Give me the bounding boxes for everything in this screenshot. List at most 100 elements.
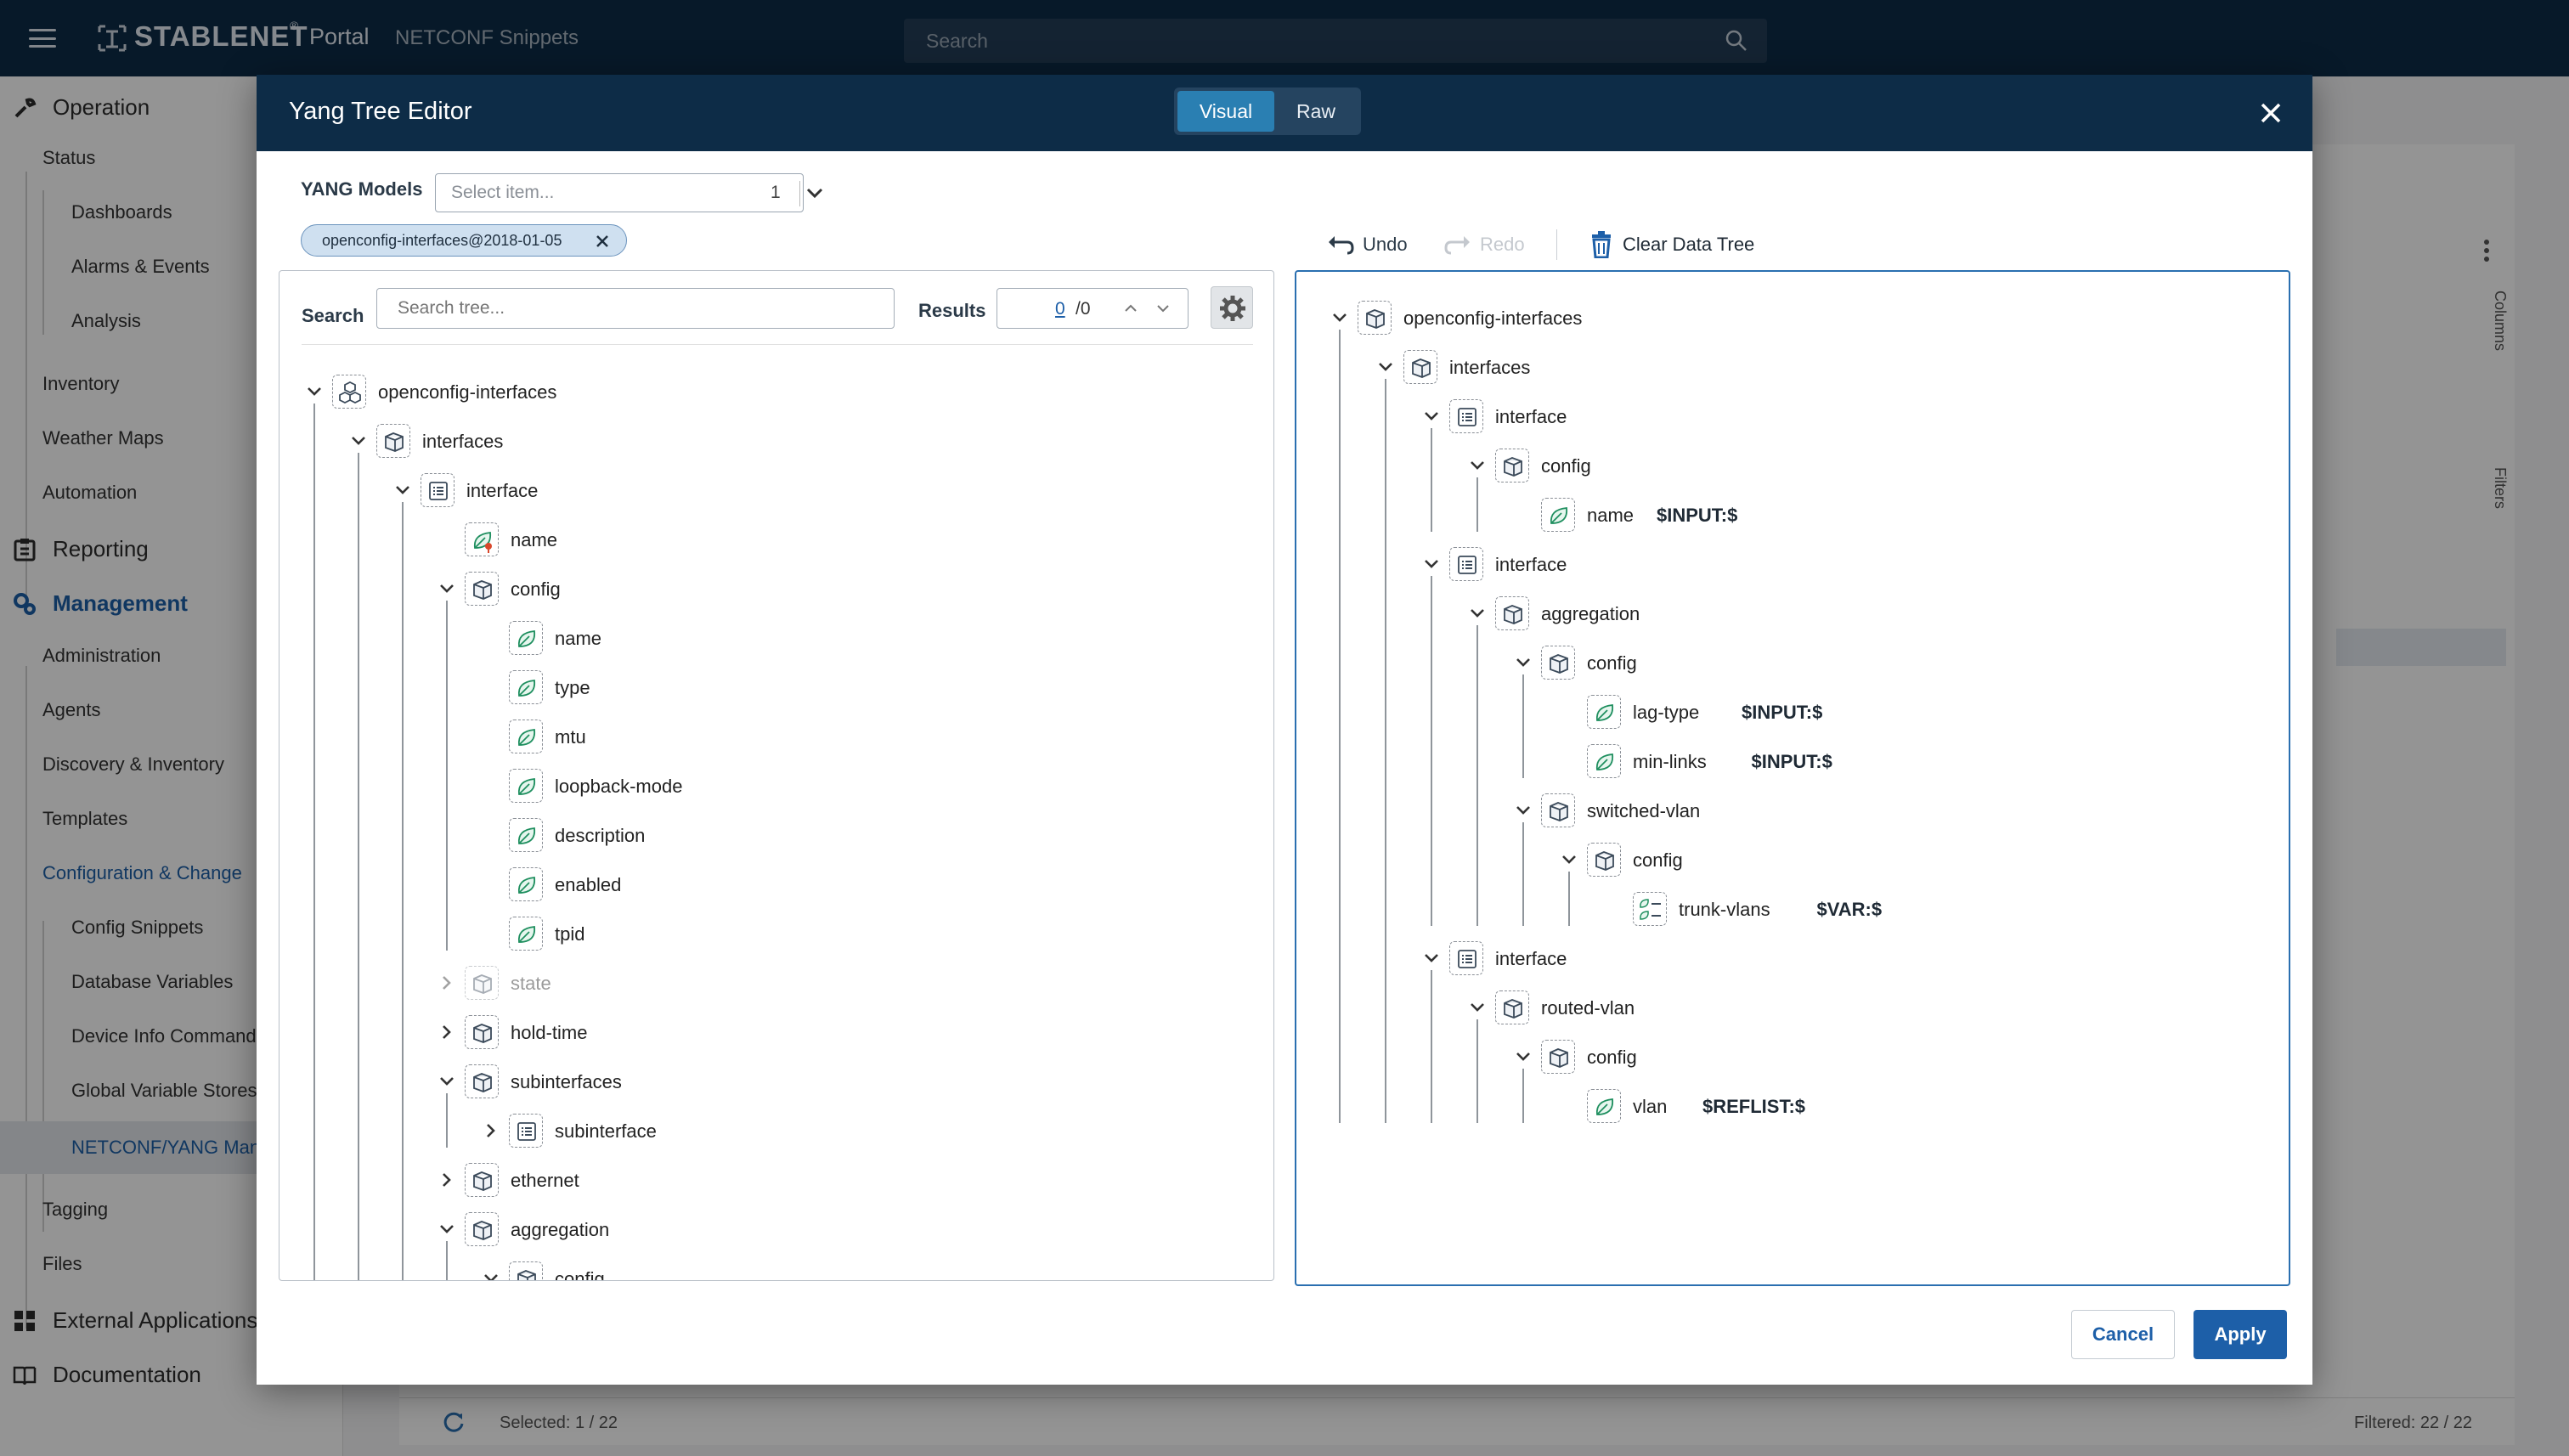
- tree-node-aggregation[interactable]: aggregation: [279, 1212, 1214, 1246]
- tree-node-interfaces[interactable]: interfaces: [279, 424, 1214, 458]
- tree-node-lag-type[interactable]: lag-type$INPUT:$: [1296, 695, 2231, 729]
- tree-node-interface[interactable]: interface: [279, 473, 1214, 507]
- cancel-button[interactable]: Cancel: [2071, 1310, 2175, 1359]
- sidebar-item-alarms-events[interactable]: Alarms & Events: [71, 256, 210, 277]
- chevron-down-icon[interactable]: [1422, 949, 1441, 968]
- hamburger-menu-icon[interactable]: [29, 25, 56, 51]
- node-value[interactable]: $VAR:$: [1816, 899, 1883, 920]
- tree-node-tpid[interactable]: tpid: [279, 917, 1214, 951]
- tree-node-interfaces[interactable]: interfaces: [1296, 350, 2231, 384]
- search-icon[interactable]: [1725, 29, 1748, 53]
- tree-node-interface[interactable]: interface: [1296, 399, 2231, 433]
- tree-node-switched-vlan[interactable]: switched-vlan: [1296, 793, 2231, 827]
- tree-node-config[interactable]: config: [1296, 646, 2231, 680]
- tree-node-routed-vlan[interactable]: routed-vlan: [1296, 990, 2231, 1024]
- tree-node-config[interactable]: config: [1296, 449, 2231, 483]
- sidebar-item-inventory[interactable]: Inventory: [42, 373, 120, 394]
- tree-node-config[interactable]: config: [279, 572, 1214, 606]
- tree-node-name[interactable]: name: [279, 522, 1214, 556]
- global-search[interactable]: [904, 19, 1767, 63]
- sidebar-item-automation[interactable]: Automation: [42, 482, 138, 503]
- sidebar-item-status[interactable]: Status: [42, 147, 96, 168]
- tree-node-config[interactable]: config: [1296, 1040, 2231, 1074]
- chevron-up-icon[interactable]: [1123, 301, 1138, 316]
- chevron-down-icon[interactable]: [1330, 308, 1349, 327]
- chevron-down-icon[interactable]: [438, 1220, 456, 1239]
- sidebar-item-global-variable-stores[interactable]: Global Variable Stores: [71, 1080, 257, 1101]
- tree-node-aggregation[interactable]: aggregation: [1296, 596, 2231, 630]
- sidebar-item-dashboards[interactable]: Dashboards: [71, 201, 172, 223]
- chevron-down-icon[interactable]: [393, 481, 412, 499]
- tree-node-type[interactable]: type: [279, 670, 1214, 704]
- sidebar-item-configuration-change[interactable]: Configuration & Change: [42, 862, 242, 883]
- tree-node-openconfig-interfaces[interactable]: openconfig-interfaces: [279, 375, 1214, 409]
- kebab-menu-icon[interactable]: [2482, 238, 2491, 263]
- chevron-right-icon[interactable]: [482, 1121, 500, 1140]
- sidebar-item-device-info-command[interactable]: Device Info Command: [71, 1025, 257, 1047]
- sidebar-item-management[interactable]: Management: [0, 579, 343, 627]
- columns-side-tab[interactable]: Columns: [2492, 291, 2509, 352]
- chevron-down-icon[interactable]: [438, 579, 456, 598]
- sidebar-item-tagging[interactable]: Tagging: [42, 1199, 109, 1220]
- chevron-right-icon[interactable]: [438, 973, 456, 992]
- chevron-down-icon[interactable]: [438, 1072, 456, 1091]
- chevron-down-icon[interactable]: [1155, 301, 1171, 316]
- tab-raw[interactable]: Raw: [1296, 99, 1335, 122]
- tree-node-vlan[interactable]: vlan$REFLIST:$: [1296, 1089, 2231, 1123]
- tree-node-enabled[interactable]: enabled: [279, 867, 1214, 901]
- tree-settings-button[interactable]: [1211, 286, 1253, 329]
- tree-node-name[interactable]: name$INPUT:$: [1296, 498, 2231, 532]
- chevron-down-icon[interactable]: [482, 1269, 500, 1280]
- sidebar-item-external-applications[interactable]: External Applications: [0, 1296, 343, 1344]
- global-search-input[interactable]: [904, 19, 1767, 63]
- chevron-down-icon[interactable]: [1514, 653, 1533, 672]
- chevron-down-icon[interactable]: [305, 382, 324, 401]
- tree-node-name[interactable]: name: [279, 621, 1214, 655]
- sidebar-item-documentation[interactable]: Documentation: [0, 1351, 343, 1398]
- sidebar-item-database-variables[interactable]: Database Variables: [71, 971, 234, 992]
- tree-node-min-links[interactable]: min-links$INPUT:$: [1296, 744, 2231, 778]
- sidebar-item-operation[interactable]: Operation: [0, 83, 343, 131]
- chevron-down-icon[interactable]: [1560, 850, 1578, 869]
- undo-button[interactable]: Undo: [1327, 228, 1408, 262]
- sidebar-item-templates[interactable]: Templates: [42, 808, 128, 829]
- clear-data-tree-button[interactable]: Clear Data Tree: [1590, 228, 1754, 262]
- tree-node-subinterface[interactable]: subinterface: [279, 1114, 1214, 1148]
- remove-chip-icon[interactable]: [594, 233, 611, 250]
- node-value[interactable]: $INPUT:$: [1742, 702, 1823, 723]
- refresh-icon[interactable]: [442, 1410, 466, 1434]
- sidebar-item-agents[interactable]: Agents: [42, 699, 101, 720]
- chevron-down-icon[interactable]: [805, 184, 825, 201]
- tree-node-interface[interactable]: interface: [1296, 547, 2231, 581]
- tree-node-hold-time[interactable]: hold-time: [279, 1015, 1214, 1049]
- close-icon[interactable]: [2258, 100, 2284, 126]
- sidebar-item-config-snippets[interactable]: Config Snippets: [71, 917, 204, 938]
- sidebar-item-reporting[interactable]: Reporting: [0, 525, 343, 573]
- tree-node-trunk-vlans[interactable]: trunk-vlans$VAR:$: [1296, 892, 2231, 926]
- redo-button[interactable]: Redo: [1444, 228, 1525, 262]
- chevron-down-icon[interactable]: [1422, 555, 1441, 573]
- sidebar-item-administration[interactable]: Administration: [42, 645, 161, 666]
- tree-node-openconfig-interfaces[interactable]: openconfig-interfaces: [1296, 301, 2231, 335]
- sidebar-item-discovery-inventory[interactable]: Discovery & Inventory: [42, 753, 224, 775]
- yang-models-select[interactable]: Select item... 1: [435, 173, 823, 212]
- sidebar-item-weather-maps[interactable]: Weather Maps: [42, 427, 164, 449]
- sidebar-item-files[interactable]: Files: [42, 1253, 82, 1274]
- tab-visual[interactable]: Visual: [1177, 91, 1274, 132]
- chevron-down-icon[interactable]: [1376, 358, 1395, 376]
- chevron-right-icon[interactable]: [438, 1171, 456, 1189]
- tree-node-mtu[interactable]: mtu: [279, 720, 1214, 753]
- chevron-down-icon[interactable]: [1514, 801, 1533, 820]
- chevron-down-icon[interactable]: [1514, 1047, 1533, 1066]
- chevron-down-icon[interactable]: [349, 432, 368, 450]
- chevron-down-icon[interactable]: [1468, 604, 1487, 623]
- chevron-down-icon[interactable]: [1422, 407, 1441, 426]
- filters-side-tab[interactable]: Filters: [2492, 467, 2509, 509]
- chevron-down-icon[interactable]: [1468, 456, 1487, 475]
- chevron-down-icon[interactable]: [1468, 998, 1487, 1017]
- node-value[interactable]: $INPUT:$: [1751, 751, 1832, 772]
- tree-search[interactable]: [376, 288, 895, 329]
- tree-node-subinterfaces[interactable]: subinterfaces: [279, 1064, 1214, 1098]
- node-value[interactable]: $REFLIST:$: [1702, 1096, 1806, 1117]
- tree-node-description[interactable]: description: [279, 818, 1214, 852]
